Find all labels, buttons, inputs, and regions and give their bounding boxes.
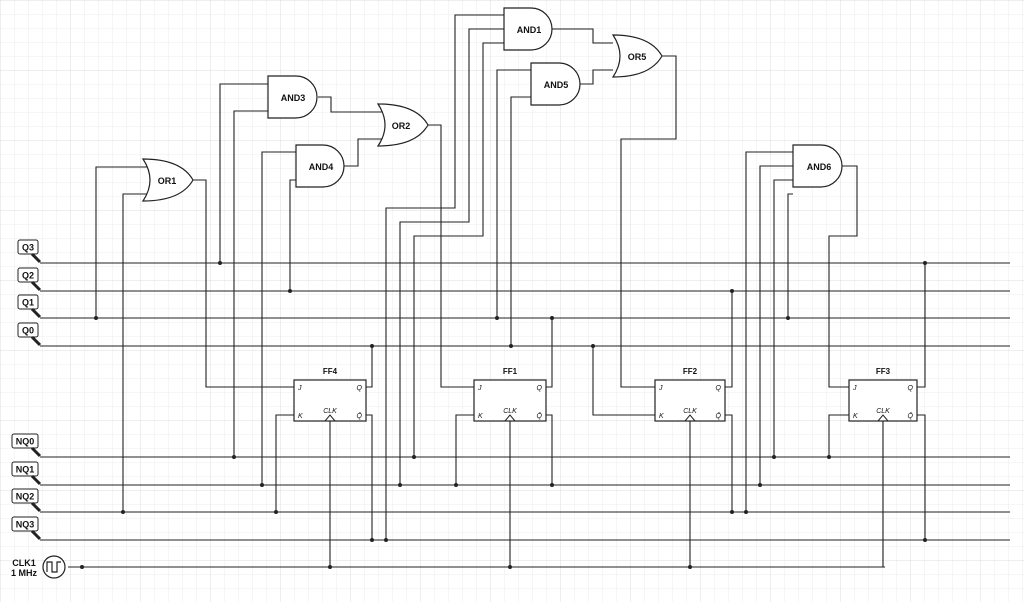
ff-pin-clk: CLK	[503, 408, 517, 415]
ff-pin-k: K	[298, 413, 303, 420]
ff-pin-j: J	[658, 385, 663, 392]
ff-pin-q: Q	[908, 385, 914, 392]
port-label: NQ3	[16, 520, 35, 530]
input-port-nq3[interactable]: NQ3	[11, 516, 42, 541]
input-port-q1[interactable]: Q1	[17, 294, 42, 319]
port-label: NQ2	[16, 492, 35, 502]
ff-pin-j: J	[297, 385, 302, 392]
ff-label: FF1	[503, 367, 518, 376]
clock-icon	[42, 555, 66, 579]
ff-pin-j: J	[852, 385, 857, 392]
ff-pin-j: J	[477, 385, 482, 392]
gate-and4[interactable]: AND4	[295, 144, 345, 188]
flipflop-ff4[interactable]: FF4 J K Q Q̄ CLK	[293, 367, 367, 422]
ff-pin-clk: CLK	[876, 408, 890, 415]
input-port-q3[interactable]: Q3	[17, 239, 42, 264]
ff-pin-k: K	[478, 413, 483, 420]
clock-label: CLK1	[12, 558, 36, 568]
input-port-nq2[interactable]: NQ2	[11, 488, 42, 513]
port-label: Q2	[22, 271, 34, 281]
junctions	[80, 261, 927, 569]
gate-and1[interactable]: AND1	[503, 7, 553, 51]
ff-pin-q: Q	[537, 385, 543, 392]
clock-source[interactable]: CLK1 1 MHz	[11, 555, 66, 579]
gate-and3[interactable]: AND3	[267, 75, 318, 119]
gate-and5[interactable]: AND5	[530, 62, 581, 106]
gate-label: AND1	[517, 25, 542, 35]
gate-label: OR5	[628, 52, 647, 62]
wires	[95, 14, 926, 567]
ff-pin-q: Q	[716, 385, 722, 392]
input-port-q2[interactable]: Q2	[17, 267, 42, 292]
ff-label: FF4	[323, 367, 338, 376]
clock-frequency: 1 MHz	[11, 568, 38, 578]
gate-label: AND4	[309, 162, 334, 172]
gate-label: AND3	[281, 93, 306, 103]
ff-pin-clk: CLK	[683, 408, 697, 415]
input-port-nq1[interactable]: NQ1	[11, 461, 42, 486]
ff-label: FF2	[683, 367, 698, 376]
flipflop-ff2[interactable]: FF2 J K Q Q̄ CLK	[654, 367, 726, 422]
ff-pin-nq: Q̄	[537, 412, 543, 420]
gate-or1[interactable]: OR1	[141, 158, 194, 202]
gate-label: AND5	[544, 80, 569, 90]
gate-or2[interactable]: OR2	[376, 103, 429, 147]
input-port-q0[interactable]: Q0	[17, 322, 42, 347]
ff-pin-q: Q	[357, 385, 363, 392]
bus-lines	[40, 262, 1010, 568]
ff-pin-k: K	[659, 413, 664, 420]
port-label: NQ0	[16, 437, 35, 447]
gate-label: OR1	[158, 176, 177, 186]
port-label: NQ1	[16, 465, 35, 475]
port-label: Q0	[22, 326, 34, 336]
ff-pin-clk: CLK	[323, 408, 337, 415]
ff-pin-nq: Q̄	[357, 412, 363, 420]
ff-pin-nq: Q̄	[908, 412, 914, 420]
ff-label: FF3	[876, 367, 891, 376]
flipflop-ff3[interactable]: FF3 J K Q Q̄ CLK	[848, 367, 918, 422]
gate-and6[interactable]: AND6	[792, 144, 843, 188]
input-port-nq0[interactable]: NQ0	[11, 433, 42, 458]
flipflop-ff1[interactable]: FF1 J K Q Q̄ CLK	[473, 367, 547, 422]
port-label: Q1	[22, 298, 34, 308]
gate-or5[interactable]: OR5	[611, 34, 663, 78]
ff-pin-nq: Q̄	[716, 412, 722, 420]
gate-label: AND6	[807, 162, 832, 172]
ff-pin-k: K	[853, 413, 858, 420]
gate-label: OR2	[392, 121, 411, 131]
port-label: Q3	[22, 243, 34, 253]
